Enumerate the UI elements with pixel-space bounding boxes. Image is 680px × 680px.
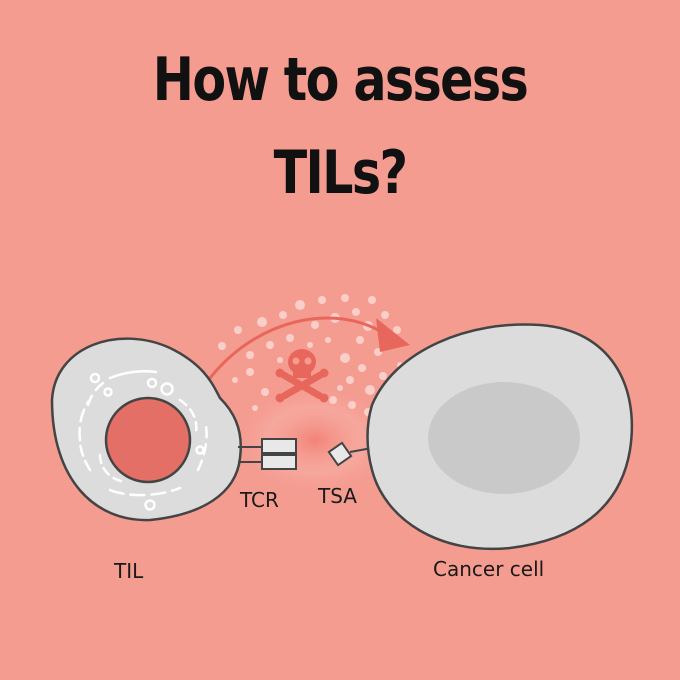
cancer-nucleus <box>428 382 580 494</box>
tsa-label: TSA <box>318 484 357 508</box>
til-cell <box>50 337 243 522</box>
title-line-2: TILs? <box>273 138 408 208</box>
cancer-cell <box>366 323 634 551</box>
skull-crossbones-icon <box>275 349 329 403</box>
attack-arrow <box>205 316 410 383</box>
til-nucleus <box>104 396 192 484</box>
title-line-1: How to assess <box>152 45 529 115</box>
tcr-receptor <box>238 438 297 470</box>
tcr-label: TCR <box>240 488 279 512</box>
til-label: TIL <box>114 559 144 583</box>
cancer-cell-label: Cancer cell <box>433 557 545 581</box>
til-organelles <box>78 370 208 511</box>
